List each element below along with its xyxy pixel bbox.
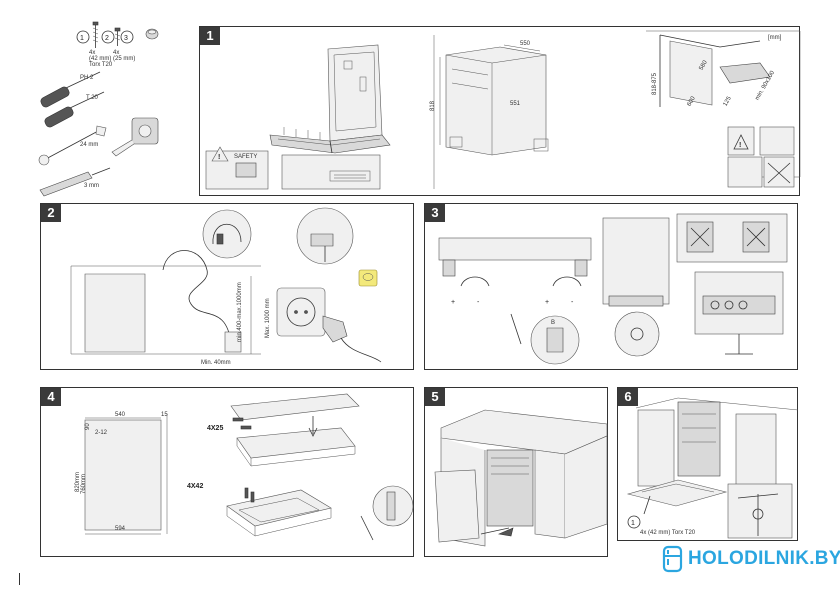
panel-3: 3 + - + - B (424, 203, 798, 370)
brand-name: HOLODILNIK.BY (688, 548, 840, 569)
screwdriver-ph2-icon (40, 71, 101, 108)
dishwasher-dimension-drawing: 550 818 551 (430, 41, 549, 156)
control-panel-detail (694, 271, 784, 355)
fridge-logo-icon (662, 545, 683, 573)
tool-callout-1-text: 1 (80, 35, 84, 42)
safety-manual-drawing: ! SAFETY (205, 146, 269, 190)
final-fix-drawing: 1 4x (42 mm) Torx T20 (626, 397, 799, 539)
tool-callout-2: 2 (101, 30, 115, 44)
info-icon (358, 269, 378, 287)
panel-4: 4 540 15 2-12 90 820mm 760mm 594 4X25 (40, 387, 414, 557)
screw-label-long-3: Torx T20 (89, 62, 113, 68)
screws-bottom-label: 4X42 (187, 483, 203, 490)
panel-5-drawing (434, 409, 608, 547)
drill-icon (39, 167, 111, 197)
panel-1-number: 1 (200, 27, 220, 45)
dim-550: 550 (520, 41, 531, 47)
panel-1: 1 ! SAFETY (199, 26, 801, 196)
screw-label-short: 4x (113, 50, 119, 56)
manual-sheet-drawing (281, 154, 381, 190)
template-sheet-drawing: 540 15 2-12 90 820mm 760mm 594 (75, 412, 168, 535)
tool-callout-1: 1 (76, 30, 90, 44)
wrench-size-label: 24 mm (80, 142, 98, 148)
x-mark-boxes (676, 213, 788, 263)
dishwasher-front-drawing (602, 217, 670, 357)
dim-580: 580 (699, 59, 710, 71)
brand-logo[interactable]: HOLODILNIK.BY (662, 545, 840, 573)
top-mount-drawing: 4X25 (207, 393, 360, 467)
screwdriver-t20-label: T 20 (86, 95, 99, 101)
svg-text:!: ! (218, 154, 220, 161)
svg-text:!: ! (739, 142, 741, 149)
panel-1-drawing: ! SAFETY 550 818 551 (205, 30, 801, 190)
panel-5-number: 5 (425, 388, 445, 406)
screw-label-short-2: (25 mm) (113, 56, 135, 62)
tool-callout-3: 3 (120, 30, 134, 44)
drain-height-label: min.400-max.1000mm (237, 282, 243, 342)
drain-bottom-label: Min. 40mm (201, 360, 231, 366)
levelling-drawing: + - + - B (438, 237, 592, 365)
tape-measure-icon (111, 117, 159, 157)
tool-callout-3-text: 3 (124, 35, 128, 42)
panel-2-number: 2 (41, 204, 61, 222)
dim-760: 760mm (81, 474, 87, 494)
sign-minus-2: - (571, 299, 574, 306)
screw-label-long-2: (42 mm) (89, 56, 111, 62)
dim-818: 818 (430, 100, 436, 111)
dim-818-875: 818-875 (652, 72, 658, 95)
panel-2: 2 min.400-max.1000mm Max. 1000 mm Min. 4… (40, 203, 414, 370)
panel-6-screw-label: 4x (42 mm) Torx T20 (640, 530, 696, 536)
panel-6-number: 6 (618, 388, 638, 406)
sign-plus-2: + (545, 299, 549, 306)
safety-label: SAFETY (234, 154, 257, 160)
panel-6: 6 1 4x (42 mm) Torx T20 (617, 387, 799, 541)
dim-540: 540 (115, 412, 126, 418)
niche-drawing: [mm] 818-875 580 600 125 min. 90x100 ! (646, 30, 801, 188)
panel-5: 5 (424, 387, 608, 557)
page-edge-mark (19, 573, 20, 585)
drain-hose-drawing: min.400-max.1000mm Max. 1000 mm Min. 40m… (70, 250, 271, 366)
dim-820: 820mm (75, 472, 81, 492)
screw-short-icon (114, 27, 121, 46)
drill-label: 3 mm (84, 183, 99, 189)
dim-594: 594 (115, 526, 126, 532)
dim-125: 125 (723, 95, 734, 107)
sign-minus-1: - (477, 299, 480, 306)
dim-551: 551 (510, 101, 521, 107)
sign-plus-1: + (451, 299, 455, 306)
tap-detail (296, 207, 354, 265)
panel-3-number: 3 (425, 204, 445, 222)
panel-6-callout-text: 1 (631, 520, 635, 527)
unit-label: [mm] (768, 35, 782, 41)
dim-600: 600 (687, 95, 698, 107)
screwdriver-ph2-label: PH 2 (80, 75, 94, 81)
foot-label: B (551, 320, 555, 326)
screw-label-long: 4x (89, 50, 95, 56)
cap-icon (145, 28, 159, 40)
tool-callout-2-text: 2 (105, 35, 109, 42)
screwdriver-t20-icon (44, 91, 105, 128)
panel-2-drawing: min.400-max.1000mm Max. 1000 mm Min. 40m… (70, 207, 382, 366)
screws-top-label: 4X25 (207, 425, 223, 432)
dim-15: 15 (161, 412, 168, 418)
dishwasher-open-drawing (269, 44, 391, 154)
panel-3-drawing: + - + - B (438, 213, 788, 365)
panel-6-drawing: 1 4x (42 mm) Torx T20 (626, 397, 799, 539)
screw-long-icon (92, 21, 99, 48)
dim-90: 90 (85, 423, 91, 430)
kitchen-install-drawing (434, 409, 608, 547)
hose-clamp-detail (202, 209, 252, 259)
side-mount-drawing: 4X42 (187, 483, 414, 541)
drain-side-label: Max. 1000 mm (265, 298, 271, 338)
power-socket-drawing (276, 287, 382, 363)
panel-4-drawing: 540 15 2-12 90 820mm 760mm 594 4X25 4X42 (75, 393, 414, 541)
wrench-icon (38, 125, 107, 166)
dim-2-12: 2-12 (95, 430, 108, 436)
panel-4-number: 4 (41, 388, 61, 406)
